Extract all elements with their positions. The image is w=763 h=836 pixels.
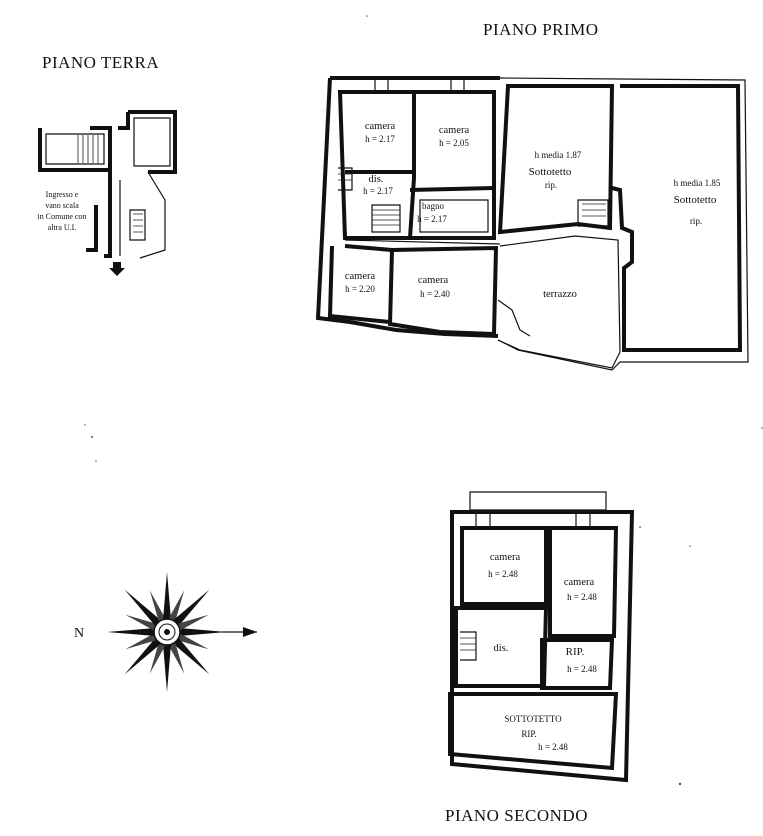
second-room-3-label: dis.: [494, 643, 509, 654]
first-room-4-height: h = 2.17: [417, 214, 447, 224]
first-room-1-height: h = 2.17: [365, 134, 395, 144]
ground-note-line-4: altra U.I.: [48, 223, 77, 232]
compass-north-label: N: [74, 626, 84, 641]
first-terrace-label: terrazzo: [543, 289, 577, 300]
first-attic-2-media: h media 1.85: [674, 178, 721, 188]
ground-note-line-1: Ingresso e: [46, 190, 79, 199]
first-room-5-height: h = 2.20: [345, 284, 375, 294]
second-attic-note: RIP.: [521, 729, 536, 739]
first-attic-1-note: rip.: [545, 180, 557, 190]
second-floor-title: PIANO SECONDO: [445, 806, 588, 825]
second-floor-plan: camera h = 2.48 camera h = 2.48 dis. RIP…: [448, 491, 635, 783]
first-room-3-height: h = 2.17: [363, 186, 393, 196]
second-room-1-label: camera: [490, 552, 521, 563]
compass-ray: [162, 572, 172, 632]
first-room-2-height: h = 2.05: [439, 138, 469, 148]
first-room-1-label: camera: [365, 121, 396, 132]
first-attic-2-note: rip.: [690, 216, 702, 226]
ground-note-line-3: in Comune con: [38, 212, 87, 221]
second-room-2-height: h = 2.48: [567, 592, 597, 602]
compass-ray: [162, 632, 172, 692]
first-room-6-label: camera: [418, 275, 449, 286]
first-floor-plan: camera h = 2.17 camera h = 2.05 dis. h =…: [315, 76, 749, 371]
ground-floor-plan: Ingresso e vano scala in Comune con altr…: [38, 110, 177, 276]
first-room-6-height: h = 2.40: [420, 289, 450, 299]
first-floor-title: PIANO PRIMO: [483, 20, 599, 39]
second-attic-label: SOTTOTETTO: [504, 714, 562, 724]
first-room-2-label: camera: [439, 125, 470, 136]
compass-rose: N: [74, 572, 257, 692]
second-room-1-height: h = 2.48: [488, 569, 518, 579]
entrance-arrow-icon: [109, 262, 125, 276]
first-room-4-label: bagno: [422, 201, 444, 211]
ground-note-line-2: vano scala: [45, 201, 79, 210]
second-room-4-label: RIP.: [566, 646, 585, 658]
first-room-5-label: camera: [345, 271, 376, 282]
ground-floor-title: PIANO TERRA: [42, 53, 160, 72]
first-attic-1-label: Sottotetto: [529, 166, 572, 178]
second-room-2-label: camera: [564, 577, 595, 588]
second-room-4-height: h = 2.48: [567, 664, 597, 674]
first-attic-1-media: h media 1.87: [535, 150, 582, 160]
compass-ray: [107, 627, 167, 637]
first-room-3-label: dis.: [369, 174, 384, 185]
second-attic-height: h = 2.48: [538, 742, 568, 752]
compass-ray: [167, 627, 227, 637]
first-attic-2-label: Sottotetto: [674, 194, 717, 206]
scan-specks: [84, 15, 763, 786]
compass-arrow-icon: [243, 627, 257, 637]
